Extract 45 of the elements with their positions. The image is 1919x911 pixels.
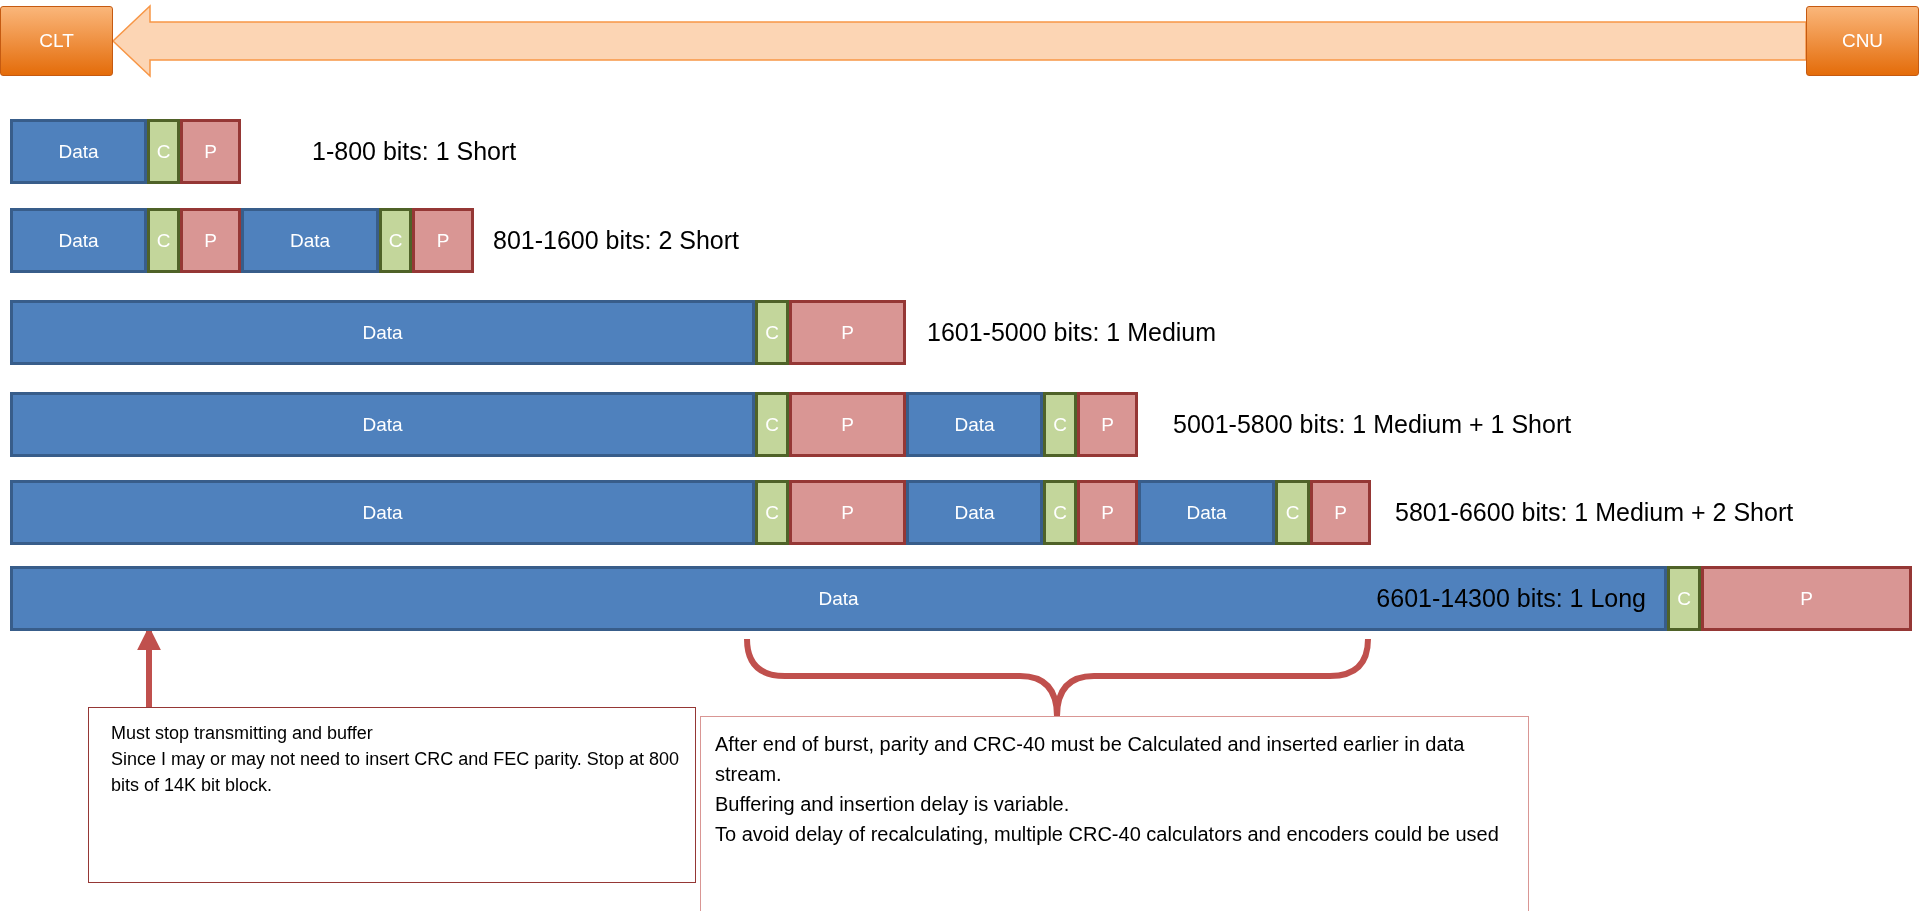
note-text: Since I may or may not need to insert CRC and FEC parity. Stop at 800 bits of 14K bit block. [111, 748, 680, 797]
data-segment: Data [906, 480, 1043, 545]
parity-segment: P [789, 480, 906, 545]
block-arrow [111, 4, 1807, 78]
data-segment: Data [10, 300, 755, 365]
note-box [88, 707, 696, 883]
crc-segment: C [755, 480, 789, 545]
row-label: 5001-5800 bits: 1 Medium + 1 Short [1173, 410, 1572, 439]
crc-segment: C [147, 208, 180, 273]
parity-segment: P [1701, 566, 1912, 631]
parity-segment: P [789, 300, 906, 365]
parity-segment: P [1077, 480, 1138, 545]
crc-segment: C [147, 119, 180, 184]
data-segment: Data [10, 119, 147, 184]
crc-segment: C [755, 392, 789, 457]
data-segment: Data [906, 392, 1043, 457]
parity-segment: P [180, 208, 241, 273]
row-label: 5801-6600 bits: 1 Medium + 2 Short [1395, 498, 1794, 527]
data-segment: Data [10, 392, 755, 457]
row-label: 1-800 bits: 1 Short [312, 137, 517, 166]
terminal-box: CNU [1806, 6, 1919, 76]
note-box [700, 716, 1529, 911]
terminal-box: CLT [0, 6, 113, 76]
crc-segment: C [379, 208, 412, 273]
crc-segment: C [1043, 392, 1077, 457]
parity-segment: P [412, 208, 474, 273]
crc-segment: C [1667, 566, 1701, 631]
crc-segment: C [1043, 480, 1077, 545]
parity-segment: P [1310, 480, 1371, 545]
data-segment: Data [10, 208, 147, 273]
row-label: 1601-5000 bits: 1 Medium [927, 318, 1217, 347]
row-label: 801-1600 bits: 2 Short [493, 226, 739, 255]
data-segment: Data [10, 480, 755, 545]
parity-segment: P [1077, 392, 1138, 457]
crc-segment: C [1275, 480, 1310, 545]
data-segment: Data [1138, 480, 1275, 545]
note-text: To avoid delay of recalculating, multiple CRC-40 calculators and encoders could be used [715, 822, 1500, 847]
note-text: Must stop transmitting and buffer [111, 722, 374, 745]
crc-segment: C [755, 300, 789, 365]
row-label: 6601-14300 bits: 1 Long [1376, 584, 1646, 613]
note-text: Buffering and insertion delay is variable. [715, 792, 1071, 817]
note-text: After end of burst, parity and CRC-40 must be Calculated and inserted earlier in data stream. [715, 732, 1466, 787]
data-segment: Data [241, 208, 379, 273]
parity-segment: P [789, 392, 906, 457]
parity-segment: P [180, 119, 241, 184]
